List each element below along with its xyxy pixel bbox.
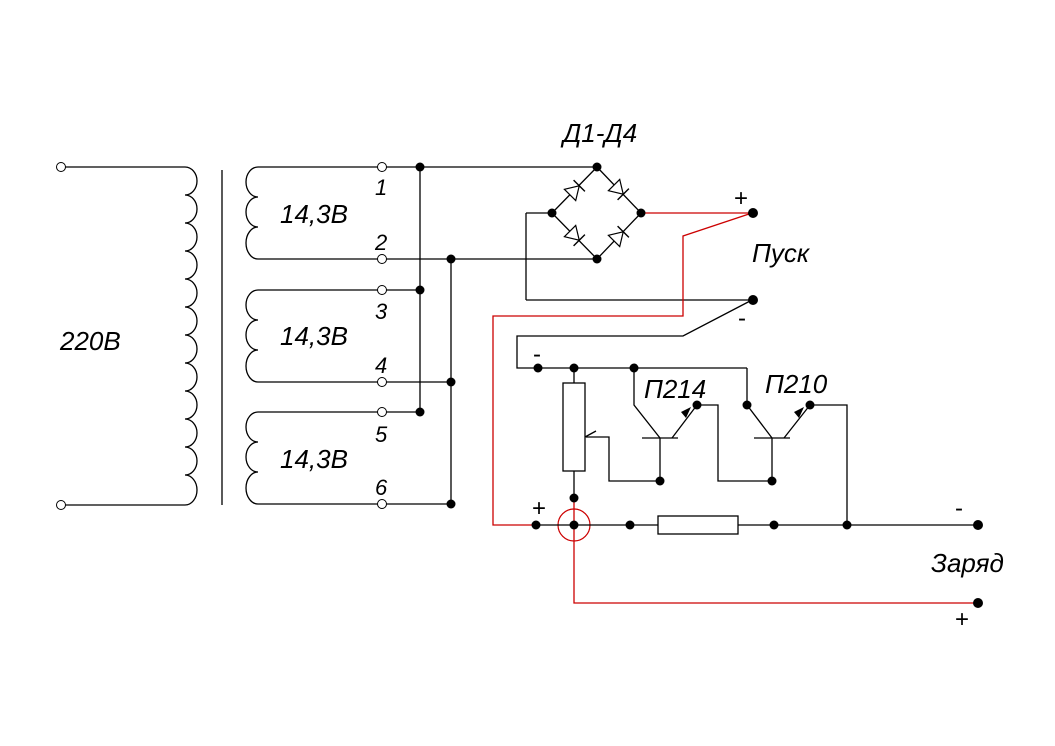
pin-6-label: 6 — [375, 475, 388, 500]
potentiometer — [562, 382, 597, 472]
rectifier-label: Д1-Д4 — [560, 118, 637, 148]
regulator-minus-sign: - — [533, 341, 541, 368]
charge-minus-terminal — [973, 520, 983, 530]
secondary-terminals — [377, 162, 387, 509]
diode-bridge — [551, 166, 642, 260]
start-minus-wire — [516, 299, 753, 369]
start-plus-terminal — [748, 208, 758, 218]
pin-3-label: 3 — [375, 299, 388, 324]
pin-1-label: 1 — [375, 175, 387, 200]
regulator-wiring — [536, 367, 978, 526]
charge-plus-terminal — [973, 598, 983, 608]
winding-3-voltage: 14,3В — [280, 444, 348, 474]
transistor-p214-label: П214 — [644, 374, 706, 404]
transistor-p214 — [633, 368, 698, 481]
winding-1-voltage: 14,3В — [280, 199, 348, 229]
start-label: Пуск — [752, 238, 811, 268]
charge-label: Заряд — [931, 548, 1004, 578]
transistor-p210-label: П210 — [765, 369, 828, 399]
primary-voltage-label: 220В — [59, 326, 121, 356]
charge-plus-sign: + — [955, 606, 969, 633]
pin-5-label: 5 — [375, 422, 388, 447]
start-minus-terminal — [748, 295, 758, 305]
resistor — [657, 515, 739, 535]
winding-2-voltage: 14,3В — [280, 321, 348, 351]
secondary-winding-1 — [245, 166, 380, 260]
diode-d1 — [563, 179, 586, 202]
primary-winding — [56, 162, 198, 510]
regulator-plus-sign: + — [532, 495, 546, 522]
junction-dots — [415, 162, 852, 530]
transformer — [56, 162, 380, 510]
diode-d2 — [607, 178, 630, 201]
diode-d4 — [607, 225, 630, 248]
start-plus-sign: + — [734, 185, 748, 212]
primary-terminal-top — [56, 162, 66, 172]
primary-terminal-bottom — [56, 500, 66, 510]
charge-minus-sign: - — [955, 495, 963, 522]
pin-2-label: 2 — [374, 230, 387, 255]
secondary-winding-2 — [245, 289, 380, 383]
diode-d3 — [563, 224, 586, 247]
secondary-winding-3 — [245, 411, 380, 505]
start-minus-sign: - — [738, 305, 746, 332]
bridge-output-wiring — [525, 212, 752, 301]
pin-4-label: 4 — [375, 353, 387, 378]
